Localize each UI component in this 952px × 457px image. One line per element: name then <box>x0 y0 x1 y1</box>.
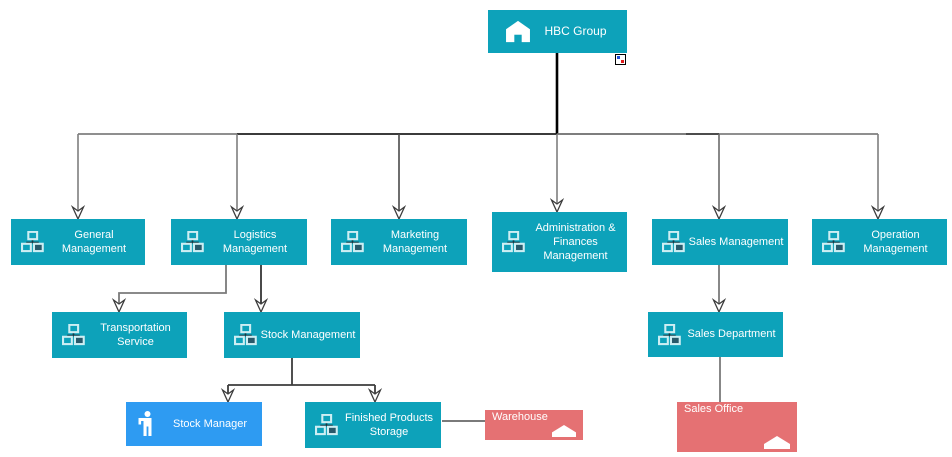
node-label: Marketing Management <box>382 228 448 255</box>
node-transportation-service[interactable]: Transportation Service <box>52 312 187 358</box>
org-unit-icon <box>52 324 88 346</box>
node-general-management[interactable]: General Management <box>11 219 145 265</box>
node-stock-management[interactable]: Stock Management <box>224 312 360 358</box>
node-warehouse[interactable]: Warehouse <box>485 410 583 440</box>
node-label: Stock Management <box>260 328 356 341</box>
node-label: General Management <box>61 228 127 255</box>
person-icon <box>126 411 162 437</box>
org-unit-icon <box>305 414 341 436</box>
node-administration-finances-management[interactable]: Administration & Finances Management <box>492 212 627 272</box>
org-unit-icon <box>224 324 260 346</box>
node-hbc-group[interactable]: HBC Group <box>488 10 627 53</box>
org-unit-icon <box>648 324 684 346</box>
org-unit-icon <box>652 231 688 253</box>
node-logistics-management[interactable]: Logistics Management <box>171 219 307 265</box>
node-sales-department[interactable]: Sales Department <box>648 312 783 357</box>
node-label: Sales Department <box>687 328 776 341</box>
node-stock-manager[interactable]: Stock Manager <box>126 402 262 446</box>
assignment-icon-blue-dot <box>617 56 620 59</box>
house-icon <box>488 20 538 43</box>
roof-icon <box>764 436 790 449</box>
node-label: Sales Office <box>684 403 744 415</box>
node-label: Transportation Service <box>100 321 171 348</box>
node-label: Administration & Finances Management <box>535 221 616 263</box>
org-unit-icon <box>171 231 207 253</box>
org-unit-icon <box>492 231 528 253</box>
node-label: Stock Manager <box>173 417 247 430</box>
roof-icon <box>552 425 576 437</box>
node-label: HBC Group <box>544 23 607 38</box>
org-unit-icon <box>331 231 367 253</box>
assignment-icon-red-dot <box>621 60 624 63</box>
org-unit-icon <box>812 231 848 253</box>
node-label: Finished Products Storage <box>344 411 434 438</box>
node-marketing-management[interactable]: Marketing Management <box>331 219 467 265</box>
org-unit-icon <box>11 231 47 253</box>
node-sales-office[interactable]: Sales Office <box>677 402 797 452</box>
node-label: Operation Management <box>863 228 928 255</box>
assignment-icon[interactable] <box>615 54 626 65</box>
node-finished-products-storage[interactable]: Finished Products Storage <box>305 402 441 448</box>
node-label: Warehouse <box>492 411 548 423</box>
node-label: Sales Management <box>688 235 784 248</box>
node-sales-management[interactable]: Sales Management <box>652 219 788 265</box>
node-operation-management[interactable]: Operation Management <box>812 219 947 265</box>
node-label: Logistics Management <box>222 228 288 255</box>
